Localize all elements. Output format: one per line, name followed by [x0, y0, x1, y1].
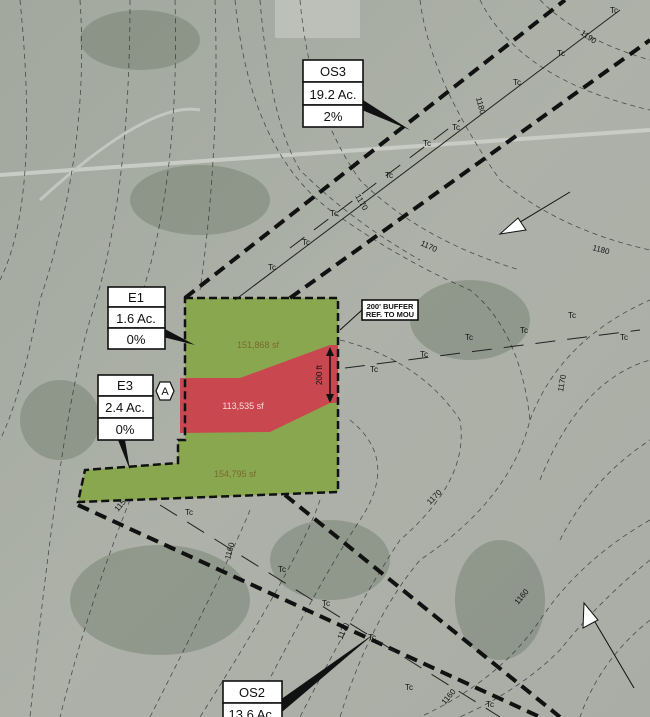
callout-e1[interactable]: E1 1.6 Ac. 0% [107, 286, 195, 350]
drainage-boundaries [77, 0, 650, 717]
svg-text:Tc: Tc [568, 311, 576, 320]
svg-text:19.2 Ac.: 19.2 Ac. [310, 87, 357, 102]
callout-e3[interactable]: E3 2.4 Ac. 0% [97, 374, 154, 470]
svg-text:Tc: Tc [513, 78, 521, 87]
svg-text:Tc: Tc [370, 365, 378, 374]
svg-text:Tc: Tc [423, 139, 431, 148]
svg-text:0%: 0% [116, 422, 135, 437]
svg-text:Tc: Tc [465, 333, 473, 342]
svg-text:1.6 Ac.: 1.6 Ac. [116, 311, 156, 326]
svg-text:0%: 0% [127, 332, 146, 347]
svg-text:Tc: Tc [486, 700, 494, 709]
callout-os2[interactable]: OS2 13.6 Ac. 1% [222, 633, 375, 717]
basin-boundary [76, 296, 340, 504]
svg-text:1180: 1180 [591, 243, 610, 256]
svg-text:E1: E1 [128, 290, 144, 305]
arrow-up-icon [582, 601, 635, 689]
svg-text:200' BUFFER: 200' BUFFER [367, 302, 414, 311]
svg-text:Tc: Tc [302, 238, 310, 247]
svg-text:Tc: Tc [322, 599, 330, 608]
svg-text:Tc: Tc [405, 683, 413, 692]
svg-text:OS3: OS3 [320, 64, 346, 79]
svg-text:A: A [161, 386, 169, 398]
svg-text:Tc: Tc [385, 171, 393, 180]
svg-text:Tc: Tc [620, 333, 628, 342]
road [38, 107, 201, 202]
svg-text:Tc: Tc [278, 565, 286, 574]
svg-text:2.4 Ac.: 2.4 Ac. [105, 400, 145, 415]
buffer-note: 200' BUFFER REF. TO MOU [339, 299, 419, 331]
buffer-area-label: 113,535 sf [222, 401, 264, 411]
svg-text:1180: 1180 [474, 96, 487, 115]
svg-text:Tc: Tc [268, 263, 276, 272]
svg-text:REF. TO MOU: REF. TO MOU [366, 310, 414, 319]
svg-text:Tc: Tc [420, 350, 428, 359]
road [0, 128, 650, 177]
svg-text:1160: 1160 [223, 541, 236, 560]
upper-area-label: 151,868 sf [237, 340, 280, 350]
buffer-zone-red[interactable] [180, 345, 338, 433]
time-of-concentration-paths [159, 9, 641, 717]
svg-text:Tc: Tc [330, 209, 338, 218]
svg-text:E3: E3 [117, 378, 133, 393]
tree-cover [20, 10, 545, 660]
svg-text:1170: 1170 [556, 373, 568, 392]
svg-text:2%: 2% [324, 109, 343, 124]
arrow-down-left-icon [498, 191, 571, 235]
svg-text:Tc: Tc [185, 508, 193, 517]
svg-text:Tc: Tc [452, 123, 460, 132]
building [275, 0, 360, 38]
svg-text:200 ft: 200 ft [315, 364, 324, 385]
callout-os3[interactable]: OS3 19.2 Ac. 2% [302, 59, 410, 130]
svg-text:13.6 Ac.: 13.6 Ac. [229, 707, 276, 717]
svg-text:Tc: Tc [368, 633, 376, 642]
svg-text:OS2: OS2 [239, 685, 265, 700]
marker-a[interactable]: A [155, 381, 175, 401]
buffer-dimension: 200 ft [315, 347, 334, 403]
svg-text:Tc: Tc [610, 6, 618, 15]
lower-area-label: 154,795 sf [214, 469, 257, 479]
svg-text:Tc: Tc [557, 49, 565, 58]
svg-text:Tc: Tc [520, 326, 528, 335]
tc-labels: Tc Tc Tc Tc Tc Tc Tc Tc Tc Tc Tc Tc Tc T… [185, 6, 628, 709]
